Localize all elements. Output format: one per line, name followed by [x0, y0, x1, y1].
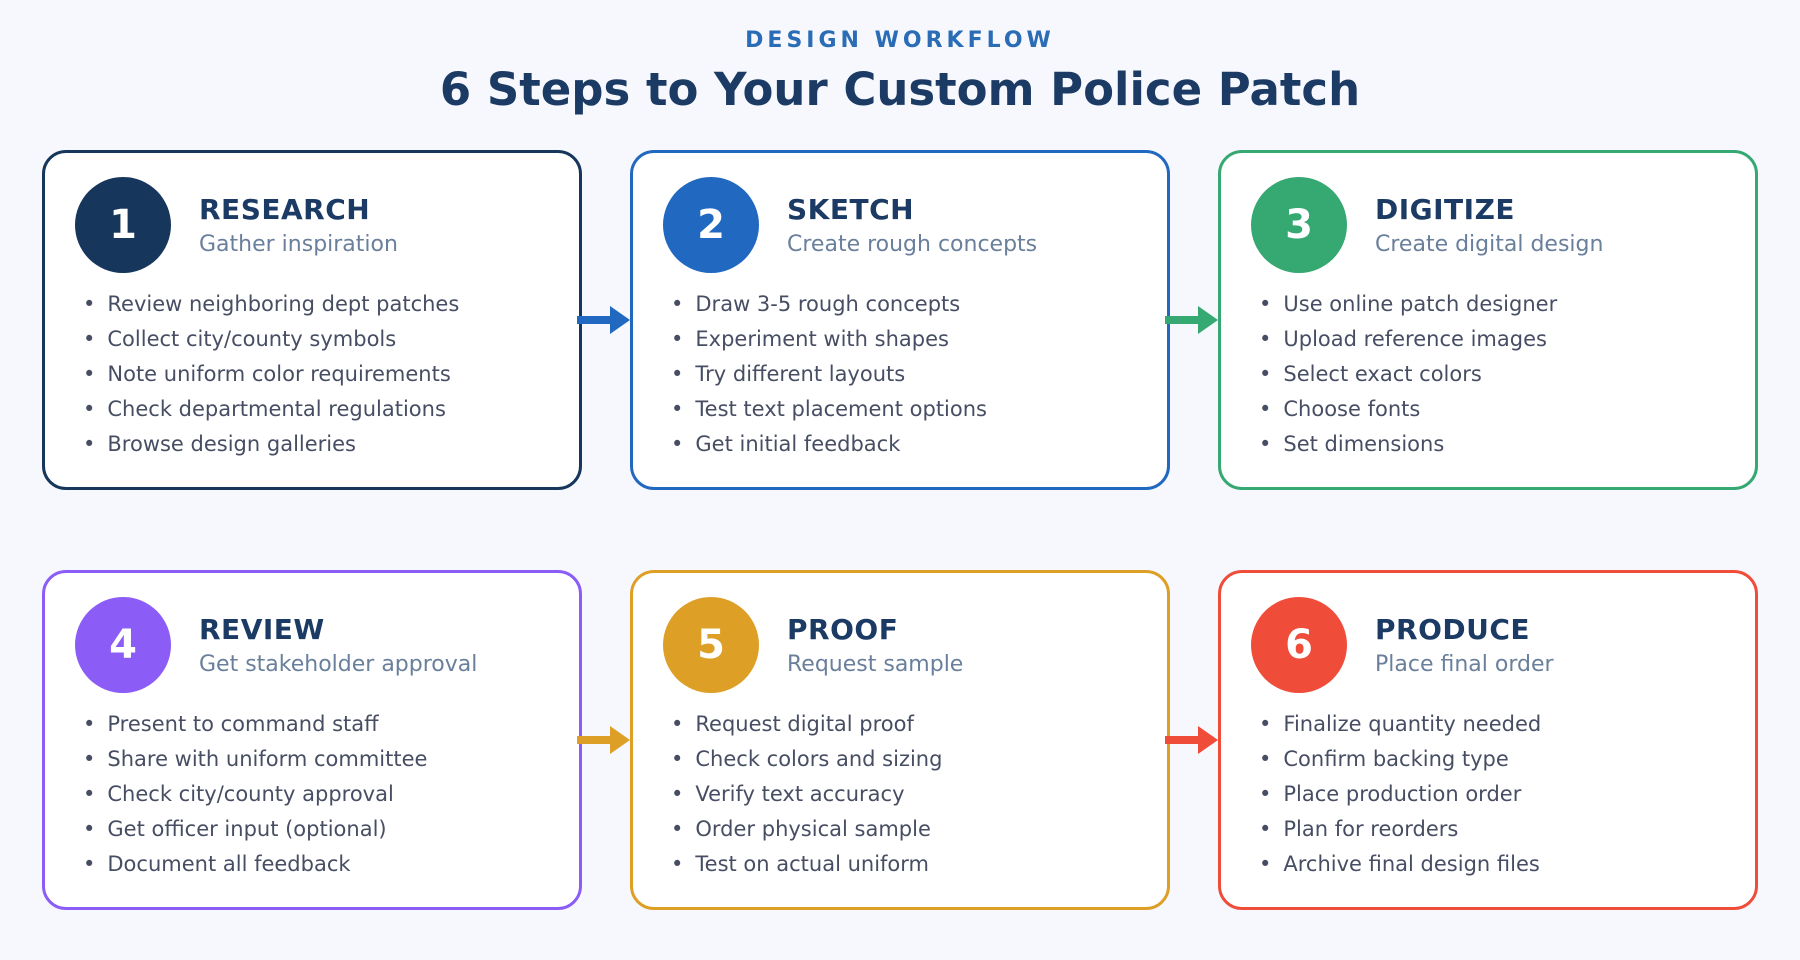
arrow-head-icon — [610, 726, 630, 754]
bullet-item: Select exact colors — [1259, 363, 1725, 386]
arrow-step1-to-step2 — [577, 305, 631, 335]
step-subtitle: Create digital design — [1375, 232, 1604, 257]
step-subtitle: Get stakeholder approval — [199, 652, 478, 677]
step-bullet-list: Finalize quantity needed Confirm backing… — [1259, 712, 1725, 876]
bullet-item: Check city/county approval — [83, 783, 549, 806]
bullet-item: Browse design galleries — [83, 433, 549, 456]
step-number-badge: 1 — [75, 177, 171, 273]
bullet-item: Check departmental regulations — [83, 398, 549, 421]
step-card-research: 1 RESEARCH Gather inspiration Review nei… — [42, 150, 582, 490]
step-card-sketch: 2 SKETCH Create rough concepts Draw 3-5 … — [630, 150, 1170, 490]
bullet-item: Request digital proof — [671, 712, 1137, 736]
bullet-item: Order physical sample — [671, 818, 1137, 841]
step-card-head: 3 DIGITIZE Create digital design — [1251, 177, 1725, 273]
arrow-head-icon — [1198, 306, 1218, 334]
bullet-item: Note uniform color requirements — [83, 363, 549, 386]
step-subtitle: Gather inspiration — [199, 232, 398, 257]
arrow-step4-to-step5 — [577, 725, 631, 755]
step-bullet-list: Use online patch designer Upload referen… — [1259, 292, 1725, 456]
step-bullet-list: Request digital proof Check colors and s… — [671, 712, 1137, 876]
step-bullet-list: Present to command staff Share with unif… — [83, 712, 549, 876]
arrow-step2-to-step3 — [1165, 305, 1219, 335]
eyebrow-label: DESIGN WORKFLOW — [745, 28, 1055, 53]
step-card-head: 1 RESEARCH Gather inspiration — [75, 177, 549, 273]
bullet-item: Collect city/county symbols — [83, 327, 549, 351]
bullet-item: Test on actual uniform — [671, 853, 1137, 876]
bullet-item: Use online patch designer — [1259, 292, 1725, 316]
bullet-item: Verify text accuracy — [671, 783, 1137, 806]
bullet-item: Plan for reorders — [1259, 818, 1725, 841]
step-title: PROOF — [787, 613, 899, 646]
step-bullet-list: Draw 3-5 rough concepts Experiment with … — [671, 292, 1137, 456]
step-number-badge: 4 — [75, 597, 171, 693]
bullet-item: Get initial feedback — [671, 433, 1137, 456]
bullet-item: Review neighboring dept patches — [83, 292, 549, 316]
step-head-text: PRODUCE Place final order — [1375, 613, 1554, 677]
bullet-item: Archive final design files — [1259, 853, 1725, 876]
step-head-text: DIGITIZE Create digital design — [1375, 193, 1603, 257]
step-card-head: 6 PRODUCE Place final order — [1251, 597, 1725, 693]
bullet-item: Draw 3-5 rough concepts — [671, 292, 1137, 316]
bullet-item: Experiment with shapes — [671, 327, 1137, 351]
step-card-head: 2 SKETCH Create rough concepts — [663, 177, 1137, 273]
bullet-item: Finalize quantity needed — [1259, 712, 1725, 736]
step-subtitle: Create rough concepts — [787, 232, 1038, 257]
arrow-head-icon — [610, 306, 630, 334]
bullet-item: Upload reference images — [1259, 327, 1725, 351]
bullet-item: Test text placement options — [671, 398, 1137, 421]
step-subtitle: Request sample — [787, 652, 964, 677]
bullet-item: Confirm backing type — [1259, 747, 1725, 771]
step-title: SKETCH — [787, 193, 915, 226]
bullet-item: Set dimensions — [1259, 433, 1725, 456]
step-number-badge: 6 — [1251, 597, 1347, 693]
header: DESIGN WORKFLOW 6 Steps to Your Custom P… — [0, 0, 1800, 116]
step-title: PRODUCE — [1375, 613, 1531, 646]
step-card-produce: 6 PRODUCE Place final order Finalize qua… — [1218, 570, 1758, 910]
arrow-head-icon — [1198, 726, 1218, 754]
page-title: 6 Steps to Your Custom Police Patch — [439, 63, 1361, 116]
step-head-text: REVIEW Get stakeholder approval — [199, 613, 477, 677]
arrow-line — [1165, 316, 1199, 324]
bullet-item: Try different layouts — [671, 363, 1137, 386]
bullet-item: Choose fonts — [1259, 398, 1725, 421]
bullet-item: Check colors and sizing — [671, 747, 1137, 771]
arrow-line — [1165, 736, 1199, 744]
bullet-item: Document all feedback — [83, 853, 549, 876]
step-number-badge: 3 — [1251, 177, 1347, 273]
step-head-text: PROOF Request sample — [787, 613, 963, 677]
step-number-badge: 2 — [663, 177, 759, 273]
step-bullet-list: Review neighboring dept patches Collect … — [83, 292, 549, 456]
step-card-digitize: 3 DIGITIZE Create digital design Use onl… — [1218, 150, 1758, 490]
bullet-item: Present to command staff — [83, 712, 549, 736]
steps-grid: 1 RESEARCH Gather inspiration Review nei… — [42, 150, 1758, 910]
bullet-item: Get officer input (optional) — [83, 818, 549, 841]
arrow-step5-to-step6 — [1165, 725, 1219, 755]
bullet-item: Share with uniform committee — [83, 747, 549, 771]
step-card-head: 4 REVIEW Get stakeholder approval — [75, 597, 549, 693]
step-head-text: RESEARCH Gather inspiration — [199, 193, 398, 257]
step-card-head: 5 PROOF Request sample — [663, 597, 1137, 693]
step-title: REVIEW — [199, 613, 325, 646]
step-title: DIGITIZE — [1375, 193, 1516, 226]
step-number-badge: 5 — [663, 597, 759, 693]
arrow-line — [577, 316, 611, 324]
bullet-item: Place production order — [1259, 783, 1725, 806]
step-card-review: 4 REVIEW Get stakeholder approval Presen… — [42, 570, 582, 910]
step-subtitle: Place final order — [1375, 652, 1554, 677]
step-head-text: SKETCH Create rough concepts — [787, 193, 1037, 257]
step-title: RESEARCH — [199, 193, 371, 226]
step-card-proof: 5 PROOF Request sample Request digital p… — [630, 570, 1170, 910]
arrow-line — [577, 736, 611, 744]
